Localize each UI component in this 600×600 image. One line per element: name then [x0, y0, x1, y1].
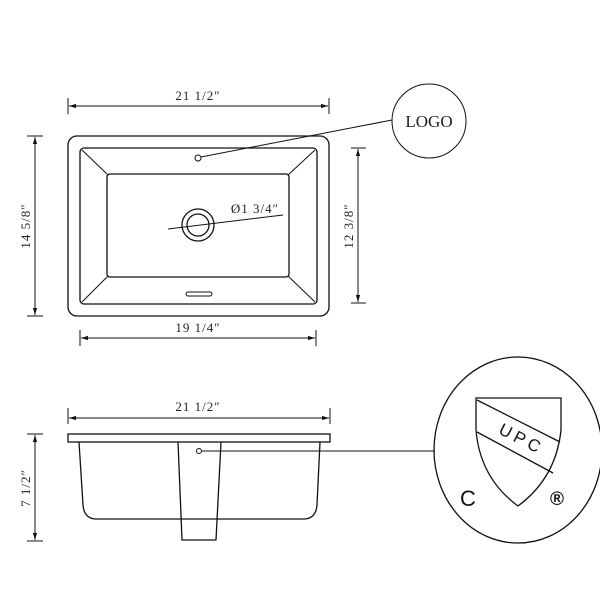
logo-leader-line [200, 119, 393, 158]
height-dimension: 7 1/2″ [18, 433, 43, 542]
overflow-channel-profile [177, 441, 222, 541]
logo-label: LOGO [405, 112, 452, 131]
logo-callout-circle [391, 83, 467, 159]
shield-icon [475, 397, 562, 507]
registered-mark: ® [550, 489, 564, 510]
bowl-depth-dimension: 12 3/8″ [341, 147, 366, 304]
top-view: 21 1/2″ Ø1 3/4″ LOGO 14 5/8″ [18, 83, 467, 346]
drain-outer [181, 208, 215, 242]
certification-circle [433, 356, 600, 544]
drain-diameter-label: Ø1 3/4″ [231, 201, 279, 216]
basin-profile [78, 441, 321, 520]
basin-corner-lines [81, 149, 316, 303]
side-logo-hole [196, 448, 202, 454]
logo-hole [194, 154, 202, 162]
height-label: 7 1/2″ [18, 469, 33, 507]
depth-dimension: 14 5/8″ [18, 135, 43, 317]
top-width-dimension: 21 1/2″ [67, 88, 330, 114]
overflow-slot [185, 291, 213, 297]
basin-bottom [106, 173, 290, 278]
bowl-width-dimension: 19 1/4″ [79, 320, 317, 346]
sink-rim-profile [67, 433, 331, 443]
bowl-depth-label: 12 3/8″ [341, 203, 356, 248]
side-width-label: 21 1/2″ [175, 399, 220, 414]
upc-label: UPC [496, 420, 547, 459]
bowl-width-label: 19 1/4″ [175, 320, 220, 335]
drain-inner [186, 213, 210, 237]
side-view: 21 1/2″ 7 1/2″ [18, 399, 435, 542]
side-width-dimension: 21 1/2″ [67, 399, 331, 424]
drain-dimension-line [167, 214, 284, 230]
basin-top-edge [79, 147, 318, 305]
c-label: C [460, 486, 476, 511]
depth-label: 14 5/8″ [18, 203, 33, 248]
sink-outer-rim [67, 135, 330, 317]
top-width-label: 21 1/2″ [175, 88, 220, 103]
upc-certification-mark: UPC C ® [433, 356, 600, 544]
